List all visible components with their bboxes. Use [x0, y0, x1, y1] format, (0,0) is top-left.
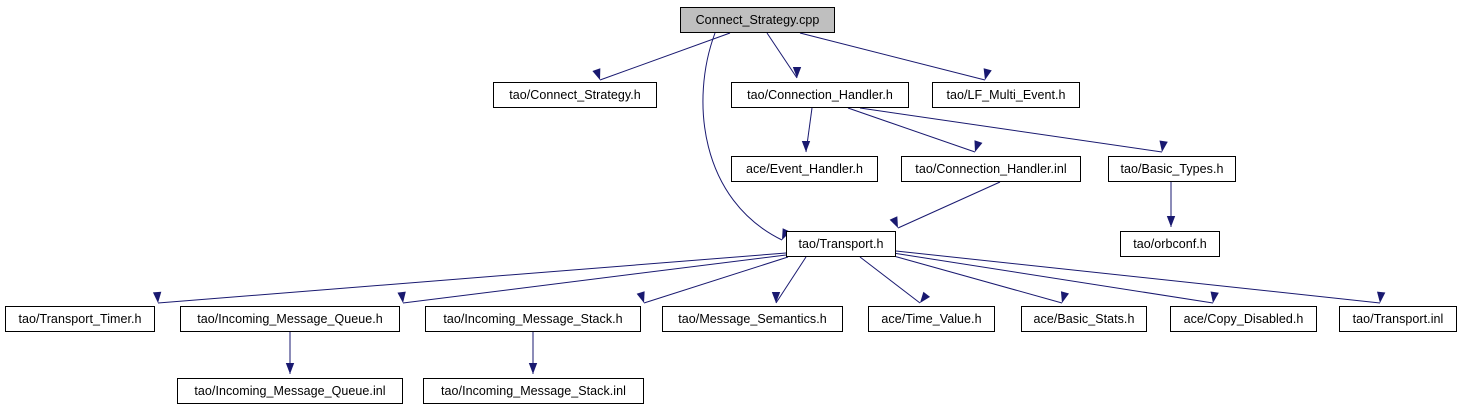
- graph-node-ace-basic-stats-h[interactable]: ace/Basic_Stats.h: [1021, 306, 1147, 332]
- graph-edge-arrowhead: [889, 216, 898, 228]
- graph-edge-arrowhead: [801, 141, 811, 152]
- graph-edge-arrowhead: [983, 68, 992, 80]
- graph-node-label: tao/Connection_Handler.inl: [915, 161, 1067, 176]
- graph-edge: [859, 256, 921, 304]
- graph-node-label: tao/Connection_Handler.h: [747, 87, 893, 102]
- graph-edge: [892, 252, 1214, 304]
- graph-node-label: tao/orbconf.h: [1133, 236, 1207, 251]
- graph-node-label: tao/LF_Multi_Event.h: [946, 87, 1066, 102]
- graph-node-tao-incoming-message-stack-inl[interactable]: tao/Incoming_Message_Stack.inl: [423, 378, 644, 404]
- graph-edge-arrowhead: [1166, 216, 1176, 227]
- graph-node-label: tao/Transport_Timer.h: [18, 311, 142, 326]
- graph-edge-arrowhead: [792, 67, 802, 78]
- graph-node-label: tao/Connect_Strategy.h: [509, 87, 641, 102]
- graph-edge: [895, 250, 1381, 304]
- graph-node-ace-time-value-h[interactable]: ace/Time_Value.h: [868, 306, 995, 332]
- graph-node-ace-event-handler-h[interactable]: ace/Event_Handler.h: [731, 156, 878, 182]
- graph-edge: [889, 254, 1063, 304]
- graph-edge-arrowhead: [1376, 291, 1386, 303]
- graph-node-tao-transport-h[interactable]: tao/Transport.h: [786, 231, 896, 257]
- graph-edge: [775, 256, 807, 304]
- graph-node-tao-lf-multi-event-h[interactable]: tao/LF_Multi_Event.h: [932, 82, 1080, 108]
- graph-node-tao-basic-types-h[interactable]: tao/Basic_Types.h: [1108, 156, 1236, 182]
- graph-edge: [402, 254, 787, 304]
- graph-node-label: tao/Incoming_Message_Stack.h: [443, 311, 623, 326]
- graph-edge-arrowhead: [771, 292, 781, 303]
- graph-edge-arrowhead: [285, 363, 295, 374]
- graph-edge: [766, 32, 798, 79]
- graph-edge: [157, 252, 787, 304]
- graph-edge-arrowhead: [920, 291, 931, 303]
- graph-edge: [799, 32, 986, 81]
- graph-node-tao-transport-timer-h[interactable]: tao/Transport_Timer.h: [5, 306, 155, 332]
- graph-node-label: Connect_Strategy.cpp: [695, 12, 820, 27]
- graph-edge-arrowhead: [1060, 291, 1070, 303]
- graph-edge-arrowhead: [397, 291, 406, 303]
- graph-node-tao-connect-strategy-h[interactable]: tao/Connect_Strategy.h: [493, 82, 657, 108]
- graph-node-tao-incoming-message-queue-inl[interactable]: tao/Incoming_Message_Queue.inl: [177, 378, 403, 404]
- graph-edge: [643, 256, 789, 304]
- graph-edge-arrowhead: [1210, 291, 1219, 303]
- graph-node-tao-message-semantics-h[interactable]: tao/Message_Semantics.h: [662, 306, 843, 332]
- graph-edge: [702, 32, 783, 241]
- graph-node-label: ace/Basic_Stats.h: [1033, 311, 1135, 326]
- graph-node-label: tao/Basic_Types.h: [1120, 161, 1224, 176]
- graph-node-label: ace/Time_Value.h: [881, 311, 982, 326]
- graph-edge: [859, 107, 1163, 153]
- graph-edge: [847, 107, 976, 153]
- graph-edge-arrowhead: [1159, 140, 1168, 152]
- graph-node-tao-connection-handler-inl[interactable]: tao/Connection_Handler.inl: [901, 156, 1081, 182]
- graph-node-label: tao/Incoming_Message_Stack.inl: [441, 383, 626, 398]
- graph-node-tao-orbconf-h[interactable]: tao/orbconf.h: [1120, 231, 1220, 257]
- graph-edge: [897, 181, 1001, 229]
- graph-node-ace-copy-disabled-h[interactable]: ace/Copy_Disabled.h: [1170, 306, 1317, 332]
- graph-node-label: tao/Incoming_Message_Queue.h: [197, 311, 383, 326]
- graph-node-label: tao/Transport.inl: [1352, 311, 1444, 326]
- graph-edge-arrowhead: [974, 140, 983, 152]
- graph-edge-arrowhead: [528, 363, 538, 374]
- graph-edge: [599, 32, 731, 81]
- graph-node-label: tao/Message_Semantics.h: [678, 311, 827, 326]
- graph-node-tao-transport-inl[interactable]: tao/Transport.inl: [1339, 306, 1457, 332]
- graph-node-label: ace/Event_Handler.h: [745, 161, 863, 176]
- graph-edge-arrowhead: [636, 291, 645, 303]
- graph-edge: [805, 107, 813, 153]
- graph-node-label: tao/Incoming_Message_Queue.inl: [194, 383, 386, 398]
- graph-node-tao-connection-handler-h[interactable]: tao/Connection_Handler.h: [731, 82, 909, 108]
- graph-node-tao-incoming-message-queue-h[interactable]: tao/Incoming_Message_Queue.h: [180, 306, 400, 332]
- graph-node-connect-strategy-cpp[interactable]: Connect_Strategy.cpp: [680, 7, 835, 33]
- graph-node-tao-incoming-message-stack-h[interactable]: tao/Incoming_Message_Stack.h: [425, 306, 641, 332]
- graph-edge-arrowhead: [152, 291, 162, 303]
- graph-node-label: tao/Transport.h: [798, 236, 884, 251]
- graph-edge-arrowhead: [592, 68, 601, 80]
- graph-node-label: ace/Copy_Disabled.h: [1183, 311, 1304, 326]
